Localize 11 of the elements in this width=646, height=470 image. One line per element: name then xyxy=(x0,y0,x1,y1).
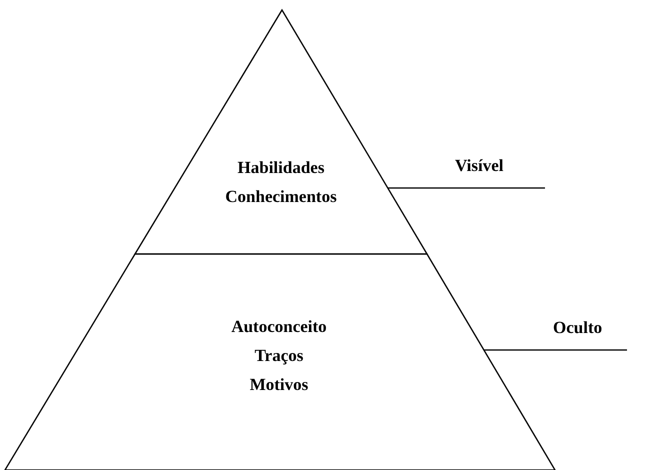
section-label: Motivos xyxy=(250,375,308,394)
leader-line xyxy=(484,349,627,351)
section-label: Traços xyxy=(254,346,304,365)
leader-line xyxy=(388,187,545,189)
section-label: Conhecimentos xyxy=(225,187,337,206)
section-label: Autoconceito xyxy=(231,317,327,336)
pyramid-section xyxy=(5,254,555,470)
pyramid-section xyxy=(135,10,427,254)
level-label: Oculto xyxy=(553,317,602,339)
section-label: Habilidades xyxy=(238,158,324,177)
level-label: Visível xyxy=(455,155,504,177)
